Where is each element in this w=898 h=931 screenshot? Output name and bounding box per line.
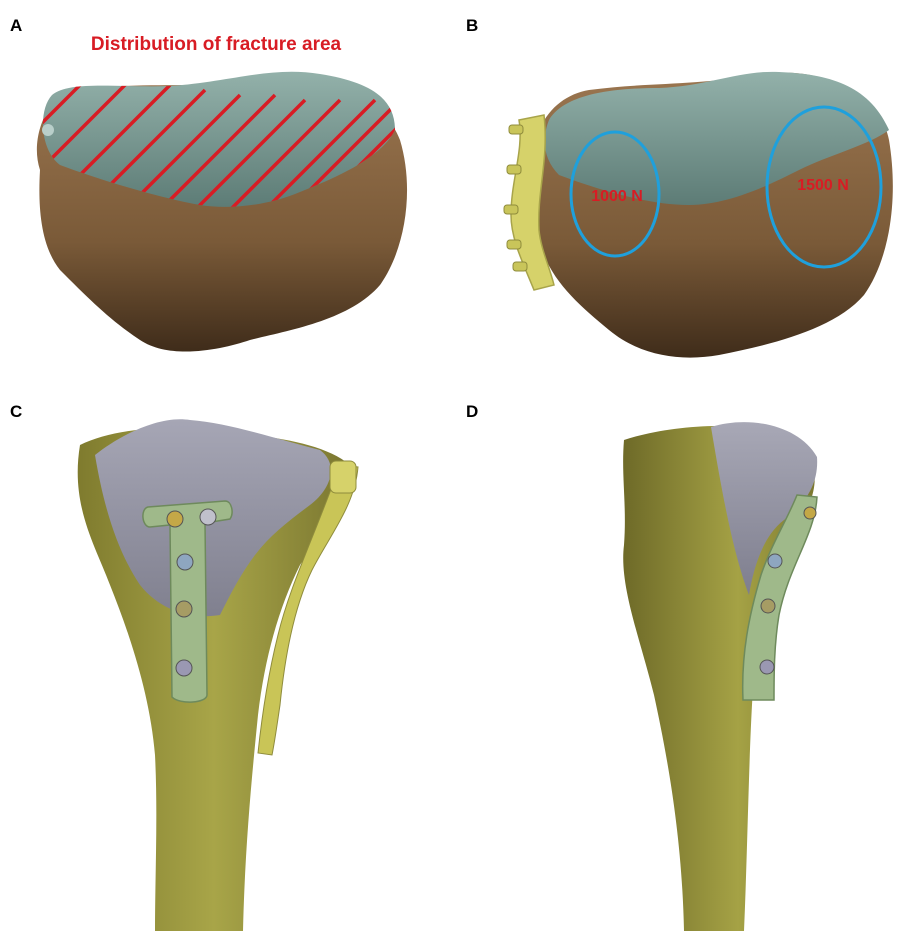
panel-a-tibial-plateau-fracture: Distribution of fracture area — [0, 0, 449, 380]
lateral-load-label: 1500 N — [797, 177, 849, 194]
panel-c-anterior-view — [0, 395, 449, 931]
panel-d-medial-view — [449, 395, 898, 931]
panel-b-load-distribution: 1000 N 1500 N — [449, 0, 898, 380]
medial-load-label: 1000 N — [591, 188, 643, 205]
fracture-area-title: Distribution of fracture area — [91, 34, 342, 55]
plate-tab — [330, 461, 356, 493]
small-notch — [42, 124, 54, 136]
